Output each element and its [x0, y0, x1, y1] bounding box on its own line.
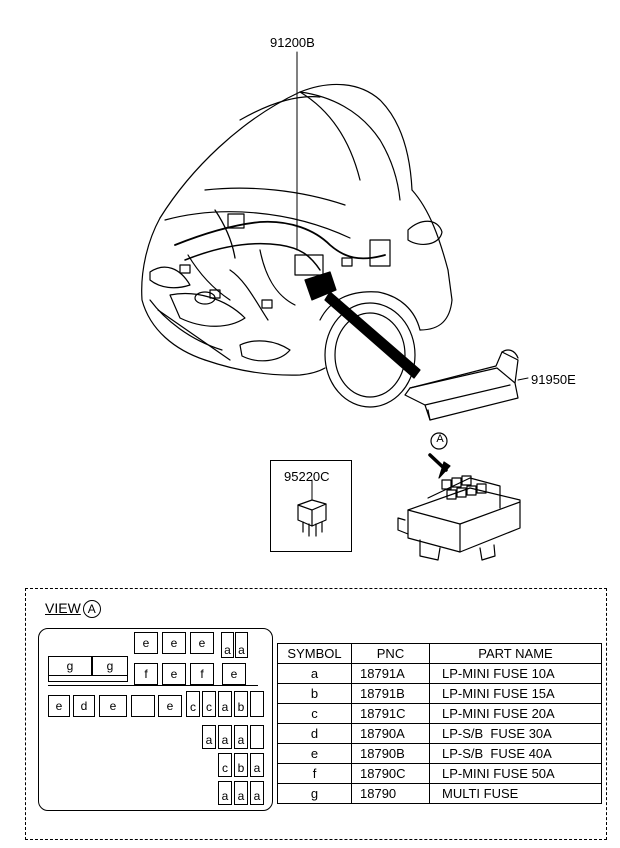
part-name-cell: MULTI FUSE	[429, 783, 602, 804]
part-name-cell: LP-MINI FUSE 15A	[429, 683, 602, 704]
table-row: a 18791A LP-MINI FUSE 10A	[277, 663, 602, 684]
fuse-cell	[250, 691, 264, 717]
symbol-cell: f	[277, 763, 352, 784]
pnc-cell: 18791C	[351, 703, 430, 724]
fuse-cell: e	[158, 695, 182, 717]
fuse-cell: b	[234, 753, 248, 777]
fuse-cell: a	[250, 781, 264, 805]
fuse-cell: c	[218, 753, 232, 777]
fuse-cell: a	[221, 632, 234, 658]
symbol-cell: g	[277, 783, 352, 804]
table-row: b 18791B LP-MINI FUSE 15A	[277, 683, 602, 704]
fuse-cell: a	[234, 725, 248, 749]
fuse-cell: a	[218, 781, 232, 805]
view-a-marker: A	[436, 433, 444, 445]
fuse-divider	[48, 685, 258, 691]
header-pnc: PNC	[351, 643, 430, 664]
fuse-cell: e	[162, 632, 186, 654]
symbol-cell: d	[277, 723, 352, 744]
part-name-cell: LP-MINI FUSE 50A	[429, 763, 602, 784]
pnc-cell: 18790A	[351, 723, 430, 744]
fuse-cell-base	[48, 676, 128, 682]
part-name-cell: LP-MINI FUSE 20A	[429, 703, 602, 724]
table-row: g 18790 MULTI FUSE	[277, 783, 602, 804]
header-symbol: SYMBOL	[277, 643, 352, 664]
fuse-parts-table: SYMBOL PNC PART NAME a 18791A LP-MINI FU…	[277, 643, 602, 804]
fuse-cell: a	[202, 725, 216, 749]
symbol-cell: c	[277, 703, 352, 724]
fuse-cell: e	[222, 663, 246, 685]
pnc-cell: 18790C	[351, 763, 430, 784]
fuse-cell: e	[99, 695, 127, 717]
junction-box-part-number: 91950E	[531, 372, 576, 387]
fuse-cell: a	[235, 632, 248, 658]
table-row: d 18790A LP-S/B FUSE 30A	[277, 723, 602, 744]
fuse-cell: f	[134, 663, 158, 685]
table-header-row: SYMBOL PNC PART NAME	[277, 643, 602, 664]
symbol-cell: b	[277, 683, 352, 704]
view-a-frame	[25, 588, 607, 840]
relay-callout-box	[270, 460, 352, 552]
symbol-cell: a	[277, 663, 352, 684]
fuse-cell: c	[186, 691, 200, 717]
harness-part-number: 91200B	[270, 35, 315, 50]
pnc-cell: 18790B	[351, 743, 430, 764]
view-title-text: VIEW	[45, 600, 81, 616]
fuse-cell: d	[73, 695, 95, 717]
fuse-cell: e	[190, 632, 214, 654]
part-name-cell: LP-S/B FUSE 30A	[429, 723, 602, 744]
fuse-cell	[131, 695, 155, 717]
pnc-cell: 18791A	[351, 663, 430, 684]
pnc-cell: 18791B	[351, 683, 430, 704]
fuse-cell	[250, 725, 264, 749]
fuse-cell: c	[202, 691, 216, 717]
table-row: f 18790C LP-MINI FUSE 50A	[277, 763, 602, 784]
relay-part-number: 95220C	[284, 469, 330, 484]
part-name-cell: LP-MINI FUSE 10A	[429, 663, 602, 684]
symbol-cell: e	[277, 743, 352, 764]
fuse-cell: a	[218, 691, 232, 717]
fuse-cell: g	[48, 656, 92, 676]
fuse-cell: b	[234, 691, 248, 717]
fuse-layout-map: g g e e e a a f e f e e d e e c c a b a …	[38, 628, 273, 811]
fuse-cell: g	[92, 656, 128, 676]
fuse-cell: f	[190, 663, 214, 685]
table-row: e 18790B LP-S/B FUSE 40A	[277, 743, 602, 764]
fuse-cell: a	[234, 781, 248, 805]
fuse-cell: a	[250, 753, 264, 777]
table-row: c 18791C LP-MINI FUSE 20A	[277, 703, 602, 724]
fuse-cell: e	[134, 632, 158, 654]
fuse-cell: a	[218, 725, 232, 749]
view-title-marker: A	[82, 600, 101, 619]
pnc-cell: 18790	[351, 783, 430, 804]
header-part-name: PART NAME	[429, 643, 602, 664]
fuse-cell: e	[48, 695, 70, 717]
fuse-cell: e	[162, 663, 186, 685]
part-name-cell: LP-S/B FUSE 40A	[429, 743, 602, 764]
